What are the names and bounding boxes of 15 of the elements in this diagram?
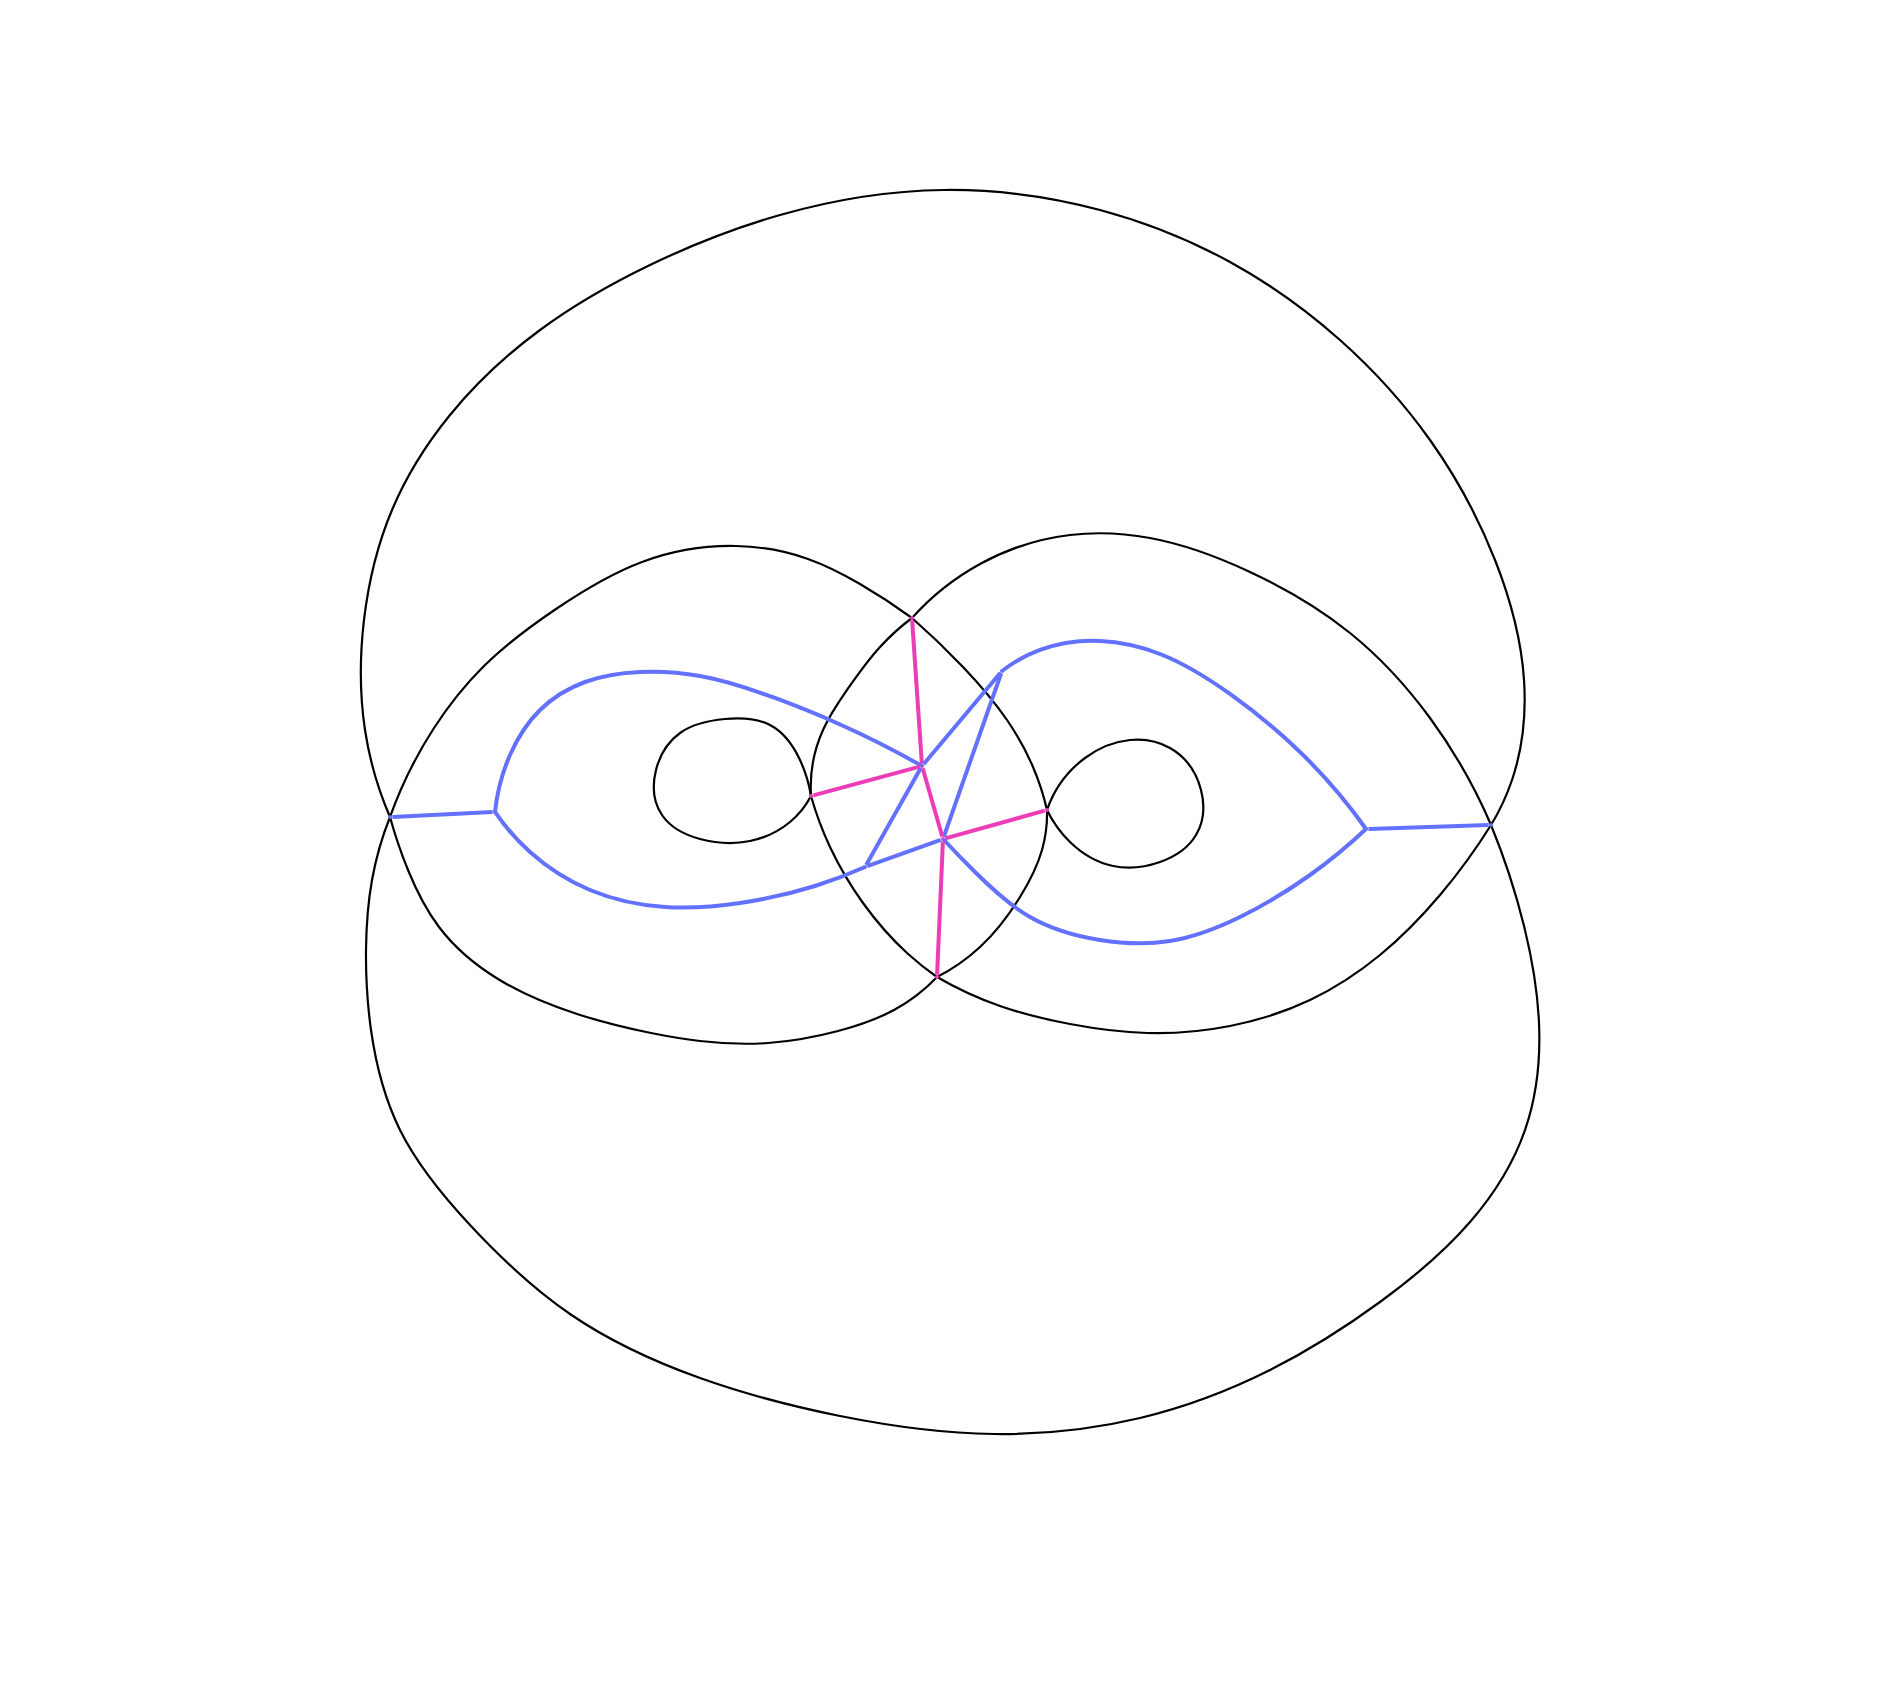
graph-edge [493, 810, 866, 910]
graph-edge [864, 767, 923, 866]
graph-edge [866, 837, 942, 869]
graph-edge [812, 764, 921, 798]
graph-edge [941, 672, 1004, 838]
graph-edge [910, 620, 924, 764]
graph-edge [493, 669, 923, 813]
graph-edge [944, 808, 1046, 841]
graph-edge [1000, 638, 1368, 831]
graph-edge [392, 810, 493, 819]
graph-edge [922, 671, 1002, 766]
graph-edge [920, 767, 945, 838]
graph-edge [1368, 823, 1489, 831]
graph-edge [941, 827, 1368, 946]
graph-edge [935, 841, 945, 975]
